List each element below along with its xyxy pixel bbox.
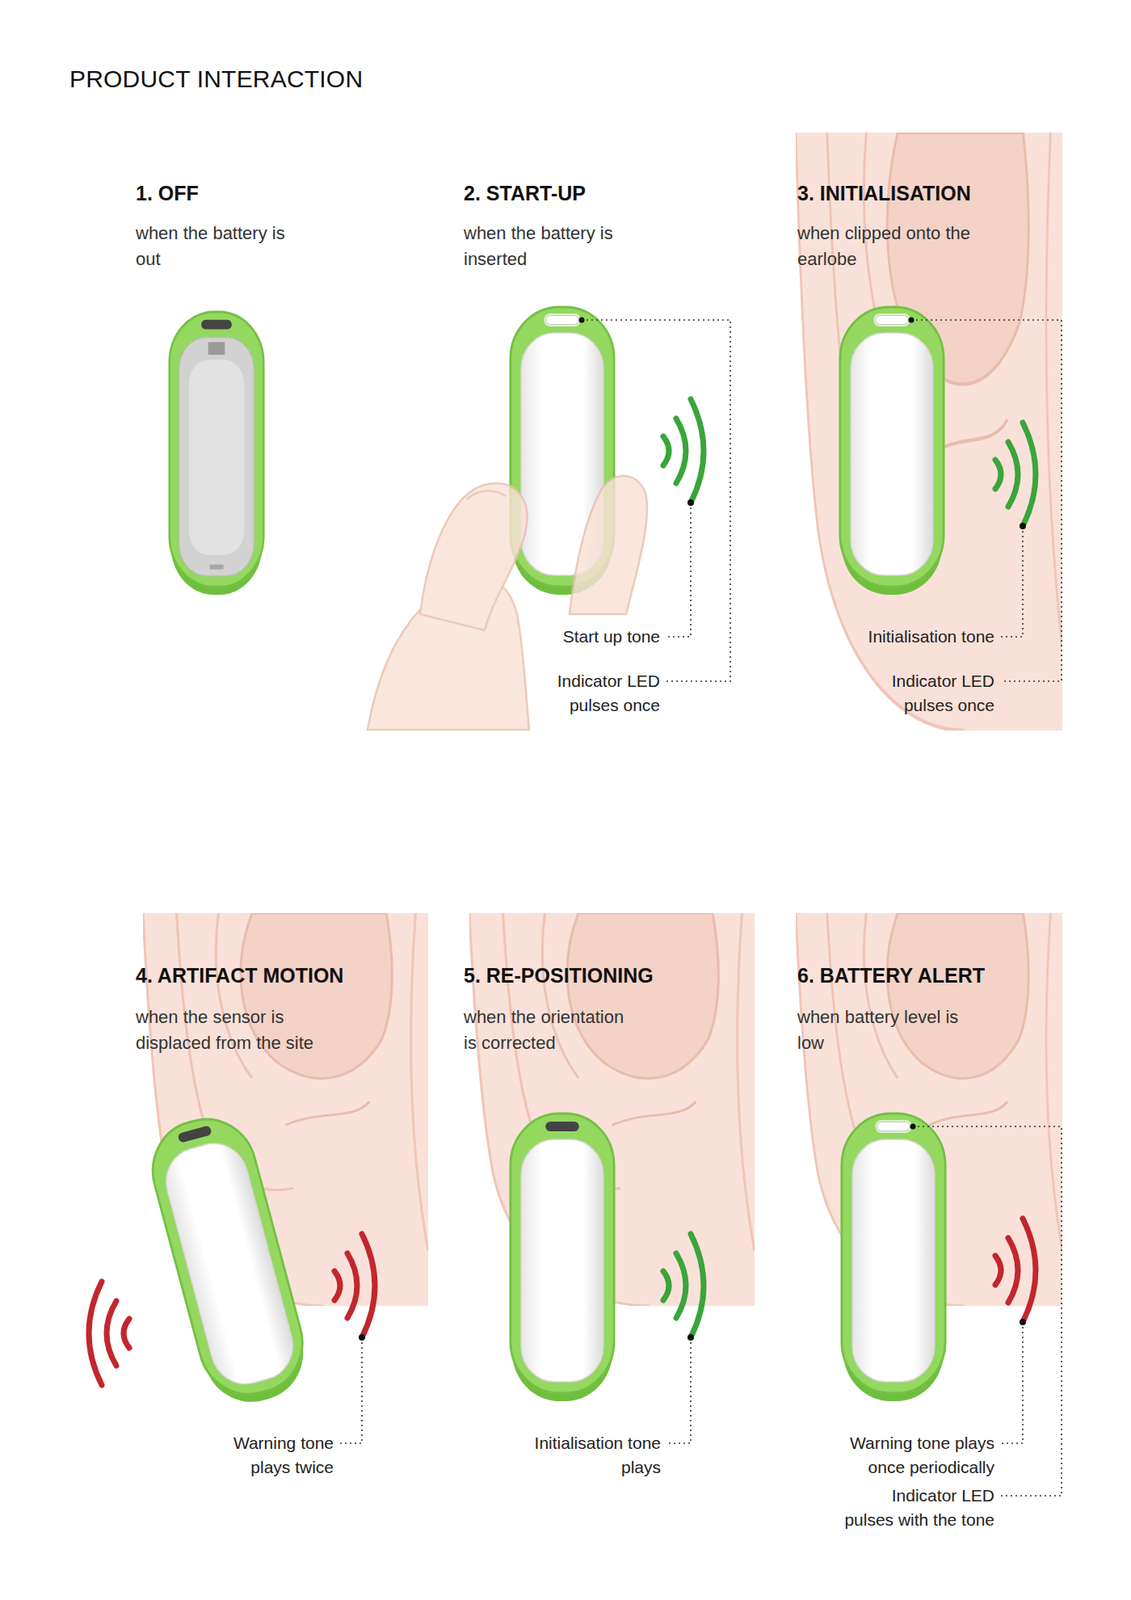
step-description: when the battery is inserted bbox=[463, 220, 638, 273]
step-heading: 6. BATTERY ALERT bbox=[797, 962, 985, 988]
callout-label: Initialisation tone plays bbox=[523, 1430, 661, 1480]
step-heading: 3. INITIALISATION bbox=[797, 180, 972, 206]
step-description: when clipped onto the earlobe bbox=[797, 220, 992, 273]
step-heading: 5. RE-POSITIONING bbox=[463, 962, 654, 988]
step-heading: 2. START-UP bbox=[463, 180, 586, 206]
callout-label: Start up tone bbox=[563, 624, 661, 649]
callout-label: Initialisation tone bbox=[868, 624, 995, 649]
step-heading: 1. OFF bbox=[135, 180, 199, 206]
page-title: PRODUCT INTERACTION bbox=[69, 65, 363, 93]
step-description: when the battery is out bbox=[135, 220, 310, 273]
callout-label: Indicator LED pulses once bbox=[873, 668, 995, 718]
callout-label: Indicator LED pulses with the tone bbox=[840, 1483, 995, 1532]
step-heading: 4. ARTIFACT MOTION bbox=[135, 962, 344, 988]
step-description: when battery level is low bbox=[797, 1004, 980, 1056]
step-description: when the sensor is displaced from the si… bbox=[135, 1004, 354, 1056]
callout-label: Indicator LED pulses once bbox=[538, 668, 661, 718]
callout-label: Warning tone plays once periodically bbox=[832, 1430, 995, 1480]
step-description: when the orientation is corrected bbox=[463, 1004, 638, 1056]
callout-label: Warning tone plays twice bbox=[212, 1430, 334, 1480]
